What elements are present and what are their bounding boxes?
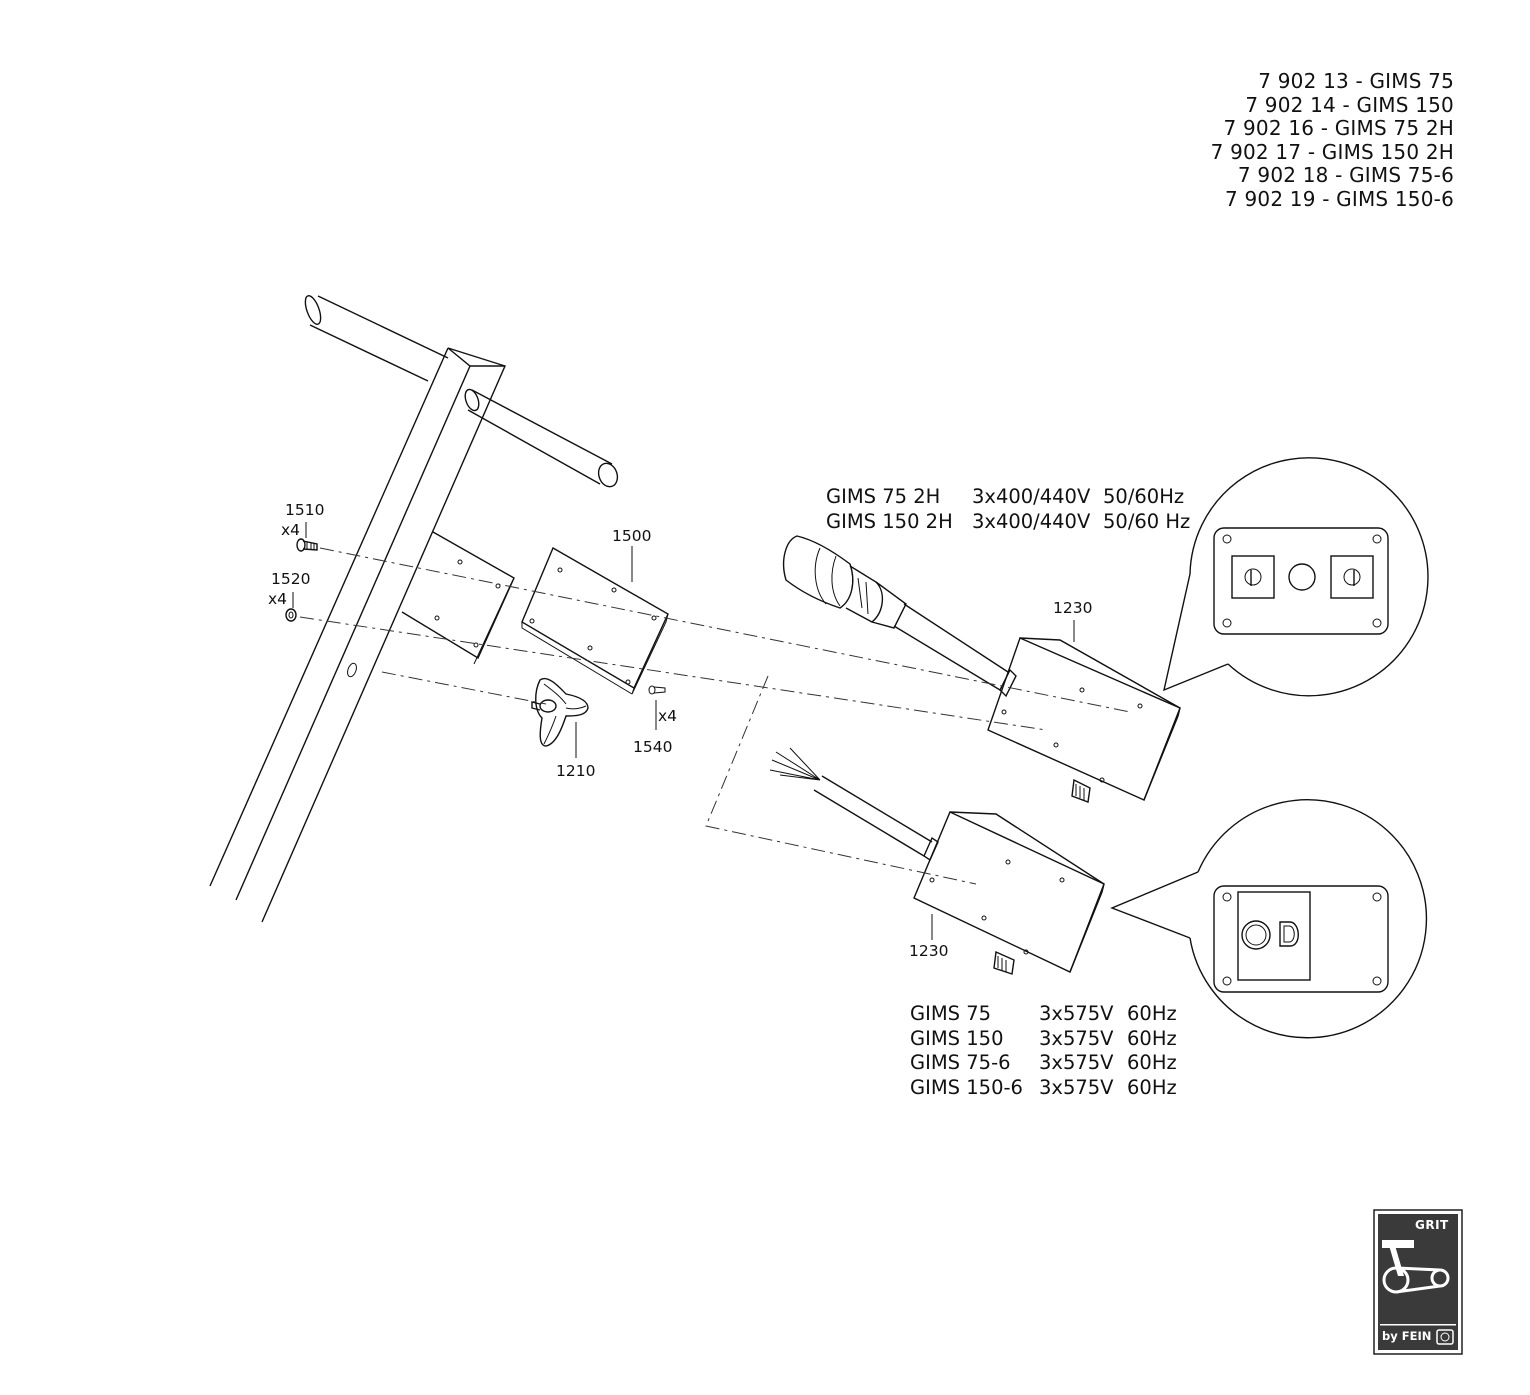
logo-bottom-text: by FEIN (1382, 1329, 1432, 1343)
washer-1520 (285, 608, 297, 622)
spec-model: GIMS 150-6 (910, 1075, 1023, 1099)
spec-frequency: 60Hz (1127, 1051, 1177, 1074)
frame-tube (304, 295, 619, 488)
spec-voltage: 3x575V (1039, 1051, 1114, 1074)
spec-voltage: 3x575V (1039, 1002, 1114, 1025)
back-plate (401, 531, 515, 665)
spec-voltage: 3x575V (1039, 1075, 1114, 1099)
spec-model: GIMS 75 (910, 1002, 992, 1025)
spec-frequency: 50/60 Hz (1103, 509, 1191, 533)
part-label-1210: 1210 (556, 762, 596, 780)
spec-row: GIMS 150-6 3x575V 60Hz (910, 1076, 1190, 1101)
spec-voltage: 3x400/440V (972, 509, 1091, 533)
screw-1540 (648, 685, 666, 695)
part-label-1520: 1520 (271, 570, 311, 588)
spec-frequency: 50/60Hz (1103, 485, 1185, 508)
loose-wires (769, 747, 933, 857)
model-number-line: 7 902 17 - GIMS 150 2H (1210, 139, 1454, 164)
mounting-plate (521, 546, 669, 695)
spec-row: GIMS 75-6 3x575V 60Hz (910, 1051, 1190, 1076)
spec-row: GIMS 150 3x575V 60Hz (910, 1027, 1190, 1052)
spec-voltage: 3x575V (1039, 1026, 1114, 1050)
part-label-1230-lower: 1230 (909, 942, 949, 960)
assembly-lines (299, 547, 1131, 885)
leader-lines (292, 522, 1075, 940)
spec-row: GIMS 75 3x575V 60Hz (910, 1002, 1190, 1027)
model-number-list: 7 902 13 - GIMS 75 7 902 14 - GIMS 150 7… (1210, 69, 1454, 211)
model-number-line: 7 902 19 - GIMS 150-6 (1224, 186, 1454, 211)
spec-frequency: 60Hz (1127, 1075, 1177, 1099)
model-number-line: 7 902 14 - GIMS 150 (1245, 92, 1454, 117)
part-qty-1520: x4 (268, 590, 288, 608)
spec-model: GIMS 75 2H (826, 485, 941, 508)
grit-logo-icon (1373, 1209, 1463, 1355)
spec-frequency: 60Hz (1127, 1002, 1177, 1025)
spec-model: GIMS 150 (910, 1026, 1004, 1050)
control-box-upper (987, 637, 1181, 803)
logo-top-text: GRIT (1415, 1218, 1449, 1232)
frame-post (209, 347, 506, 923)
plug-cable (782, 535, 1009, 691)
part-qty-1510: x4 (281, 521, 301, 539)
part-label-1230-upper: 1230 (1053, 599, 1093, 617)
part-label-1510: 1510 (285, 501, 325, 519)
spec-frequency: 60Hz (1127, 1026, 1177, 1050)
model-number-line: 7 902 16 - GIMS 75 2H (1223, 116, 1454, 140)
spec-model: GIMS 75-6 (910, 1051, 1011, 1074)
control-box-lower (913, 811, 1105, 975)
part-label-1540: 1540 (633, 738, 673, 756)
screw-1510 (296, 538, 318, 552)
spec-row: GIMS 75 2H 3x400/440V 50/60Hz (826, 485, 1196, 510)
star-knob-1210 (531, 677, 589, 747)
detail-callout-upper (1163, 457, 1429, 697)
model-number-line: 7 902 13 - GIMS 75 (1258, 69, 1454, 93)
part-qty-1540: x4 (658, 707, 678, 725)
model-number-line: 7 902 18 - GIMS 75-6 (1237, 163, 1454, 187)
part-label-1500: 1500 (612, 527, 652, 545)
spec-table-upper: GIMS 75 2H 3x400/440V 50/60Hz GIMS 150 2… (826, 485, 1196, 534)
spec-model: GIMS 150 2H (826, 509, 953, 533)
spec-row: GIMS 150 2H 3x400/440V 50/60 Hz (826, 510, 1196, 535)
detail-callout-lower (1110, 799, 1428, 1039)
spec-table-lower: GIMS 75 3x575V 60Hz GIMS 150 3x575V 60Hz… (910, 1002, 1190, 1100)
spec-voltage: 3x400/440V (972, 485, 1091, 508)
